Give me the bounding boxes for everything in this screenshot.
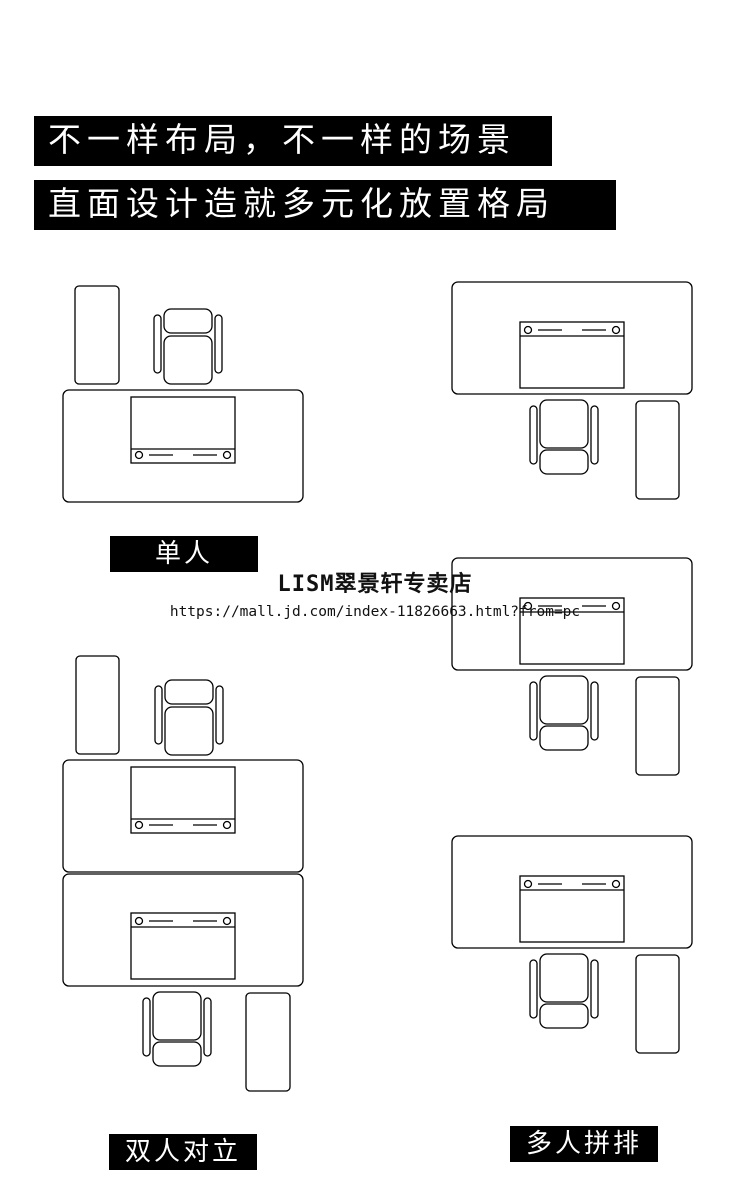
pc-tower bbox=[635, 400, 680, 500]
chair-armrest bbox=[529, 405, 538, 465]
monitor bbox=[130, 912, 236, 980]
monitor-knob bbox=[523, 601, 533, 611]
pc-tower bbox=[245, 992, 291, 1092]
layout-label-multi: 多人拼排 bbox=[510, 1126, 658, 1162]
pc-tower bbox=[635, 676, 680, 776]
headline-text-1: 不一样布局，不一样的场景 bbox=[48, 120, 516, 159]
chair-seat bbox=[164, 706, 214, 756]
chair-armrest bbox=[529, 681, 538, 741]
pc-tower bbox=[75, 655, 120, 755]
desk bbox=[62, 873, 304, 987]
chair-back bbox=[539, 1003, 589, 1029]
chair-seat bbox=[152, 991, 202, 1041]
chair-back bbox=[163, 308, 213, 334]
chair-seat bbox=[539, 675, 589, 725]
headline-banner-1: 不一样布局，不一样的场景 bbox=[34, 116, 552, 166]
monitor-frame bbox=[519, 321, 625, 389]
monitor-knob bbox=[134, 916, 144, 926]
monitor bbox=[519, 321, 625, 389]
monitor bbox=[130, 396, 236, 464]
monitor-knob bbox=[611, 601, 621, 611]
layout-label-double: 双人对立 bbox=[109, 1134, 257, 1170]
monitor-knob bbox=[523, 325, 533, 335]
chair-seat bbox=[539, 953, 589, 1003]
monitor-knob bbox=[134, 820, 144, 830]
monitor-knob bbox=[611, 325, 621, 335]
monitor-knob bbox=[222, 820, 232, 830]
monitor-frame bbox=[130, 912, 236, 980]
chair-armrest bbox=[215, 685, 224, 745]
chair-armrest bbox=[590, 681, 599, 741]
pc-tower bbox=[74, 285, 120, 385]
monitor-frame bbox=[130, 396, 236, 464]
monitor-knob bbox=[134, 450, 144, 460]
desk bbox=[62, 389, 304, 503]
chair bbox=[142, 991, 212, 1067]
chair bbox=[529, 399, 599, 475]
pc-tower bbox=[635, 954, 680, 1054]
headline-banner-2: 直面设计造就多元化放置格局 bbox=[34, 180, 616, 230]
chair-seat bbox=[163, 335, 213, 385]
desk bbox=[62, 759, 304, 873]
monitor-frame bbox=[519, 597, 625, 665]
chair bbox=[529, 953, 599, 1029]
chair-armrest bbox=[590, 959, 599, 1019]
desk bbox=[451, 835, 693, 949]
headline-text-2: 直面设计造就多元化放置格局 bbox=[48, 184, 555, 223]
chair-armrest bbox=[154, 685, 163, 745]
desk bbox=[451, 281, 693, 395]
chair-armrest bbox=[529, 959, 538, 1019]
monitor-knob bbox=[611, 879, 621, 889]
monitor bbox=[519, 597, 625, 665]
monitor-knob bbox=[523, 879, 533, 889]
chair-back bbox=[152, 1041, 202, 1067]
monitor bbox=[519, 875, 625, 943]
monitor-knob bbox=[222, 916, 232, 926]
chair-back bbox=[539, 449, 589, 475]
chair-seat bbox=[539, 399, 589, 449]
chair-armrest bbox=[203, 997, 212, 1057]
monitor bbox=[130, 766, 236, 834]
chair-armrest bbox=[214, 314, 223, 374]
monitor-frame bbox=[519, 875, 625, 943]
layout-label-single: 单人 bbox=[110, 536, 258, 572]
desk bbox=[451, 557, 693, 671]
chair bbox=[154, 679, 224, 756]
chair bbox=[153, 308, 223, 385]
chair bbox=[529, 675, 599, 751]
monitor-frame bbox=[130, 766, 236, 834]
watermark-title: LISM翠景轩专卖店 bbox=[277, 572, 473, 597]
chair-armrest bbox=[590, 405, 599, 465]
monitor-knob bbox=[222, 450, 232, 460]
chair-armrest bbox=[142, 997, 151, 1057]
chair-armrest bbox=[153, 314, 162, 374]
watermark-url: https://mall.jd.com/index-11826663.html?… bbox=[169, 604, 581, 620]
chair-back bbox=[539, 725, 589, 751]
chair-back bbox=[164, 679, 214, 705]
